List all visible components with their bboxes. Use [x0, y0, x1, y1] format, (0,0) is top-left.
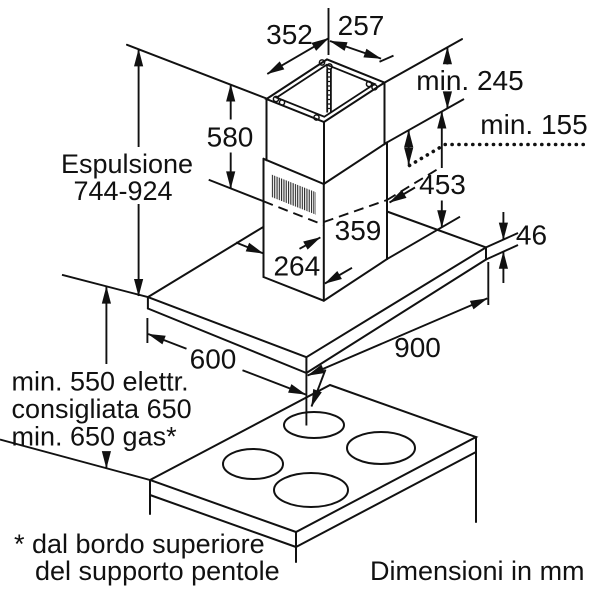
dim-46-extension-top [485, 232, 519, 249]
dim-46: 46 [485, 212, 547, 283]
dim-257: 257 [329, 10, 394, 63]
chimney-upper-section [264, 58, 387, 185]
dim-453-extension [386, 215, 461, 260]
notes: * dal bordo superiore del supporto pento… [14, 529, 585, 586]
hood-top-front-left-edge [146, 296, 308, 359]
dim-352-arrow [266, 37, 329, 75]
dim-600-left-segment [147, 333, 187, 350]
footnote-line2: del supporto pentole [35, 556, 280, 586]
dim-264-arrow-left [235, 241, 264, 255]
dim-264: 264 [235, 236, 321, 282]
burner-right [346, 431, 416, 465]
dim-359: 359 [324, 186, 416, 285]
cooktop-bottom-left-edge [149, 494, 297, 548]
mounting-rail [326, 68, 332, 113]
dim-900: 900 [307, 262, 490, 407]
hidden-edge-dashed [263, 165, 443, 226]
hood-top-extension-left [61, 273, 149, 299]
clearance-line2: consigliata 650 [12, 394, 192, 424]
footnote-line1: * dal bordo superiore [14, 529, 265, 559]
clearance-line3: min. 650 gas* [12, 422, 178, 452]
hood-bottom-left-edge [146, 307, 308, 374]
dim-580-label: 580 [207, 122, 254, 153]
dim-257-arrow [329, 40, 382, 60]
dim-352-label: 352 [266, 19, 313, 50]
units-label: Dimensioni in mm [370, 556, 585, 586]
cooktop [147, 383, 479, 563]
dim-257-label: 257 [338, 10, 385, 41]
chimney-top-outer-rim [264, 58, 387, 124]
espulsione-label: Espulsione [61, 149, 193, 179]
dim-580: 580 [207, 84, 254, 189]
dim-359-arrow-right [389, 186, 416, 204]
hood-top-back-left-edge [146, 225, 265, 299]
hidden-edge-extension-left [208, 178, 264, 203]
dim-155-dotted-leader [407, 142, 590, 168]
dim-600-label: 600 [190, 344, 237, 375]
dim-359-label: 359 [335, 215, 382, 246]
rail-holes [327, 71, 331, 110]
cooktop-top-face [147, 383, 479, 534]
dim-46-extension-bottom [485, 244, 519, 261]
dim-359-arrow-left [324, 266, 353, 285]
clearance-line1: min. 550 elettr. [12, 367, 189, 397]
dim-cooktop-clearance: min. 550 elettr. consigliata 650 min. 65… [0, 273, 192, 481]
burner-center-leader [310, 369, 327, 407]
dim-600: 600 [146, 318, 308, 426]
burner-front [273, 472, 349, 508]
burners [222, 411, 416, 508]
burner-back [283, 411, 345, 439]
ceiling-line-right [383, 38, 463, 84]
dim-900-label: 900 [394, 332, 441, 363]
ventilation-grille [271, 174, 316, 215]
dim-257-extension [379, 54, 394, 63]
seam-extension-right [386, 98, 465, 144]
cooktop-top-extension-left [0, 438, 151, 481]
cooktop-bottom-right-edge [295, 451, 477, 548]
dim-155-label: min. 155 [480, 109, 587, 140]
burner-left [222, 448, 284, 480]
dim-264-label: 264 [273, 251, 320, 282]
dim-600-right-segment [242, 369, 307, 396]
dim-245-label: min. 245 [416, 65, 523, 96]
espulsione-range-label: 744-924 [73, 176, 172, 206]
dim-453-label: 453 [419, 169, 466, 200]
section-seam [262, 141, 388, 186]
ceiling-reference-lines [126, 38, 463, 100]
dim-espulsione: Espulsione 744-924 [61, 48, 193, 297]
dim-min-155: min. 155 [404, 109, 590, 168]
dim-264-arrow-right [299, 236, 321, 250]
dim-352: 352 [266, 8, 330, 75]
dim-900-arrow [307, 297, 488, 377]
dim-min-245: min. 245 [416, 46, 524, 109]
ceiling-line-left [126, 43, 268, 100]
dim-46-label: 46 [516, 220, 547, 251]
dim-453: 453 [386, 111, 466, 260]
